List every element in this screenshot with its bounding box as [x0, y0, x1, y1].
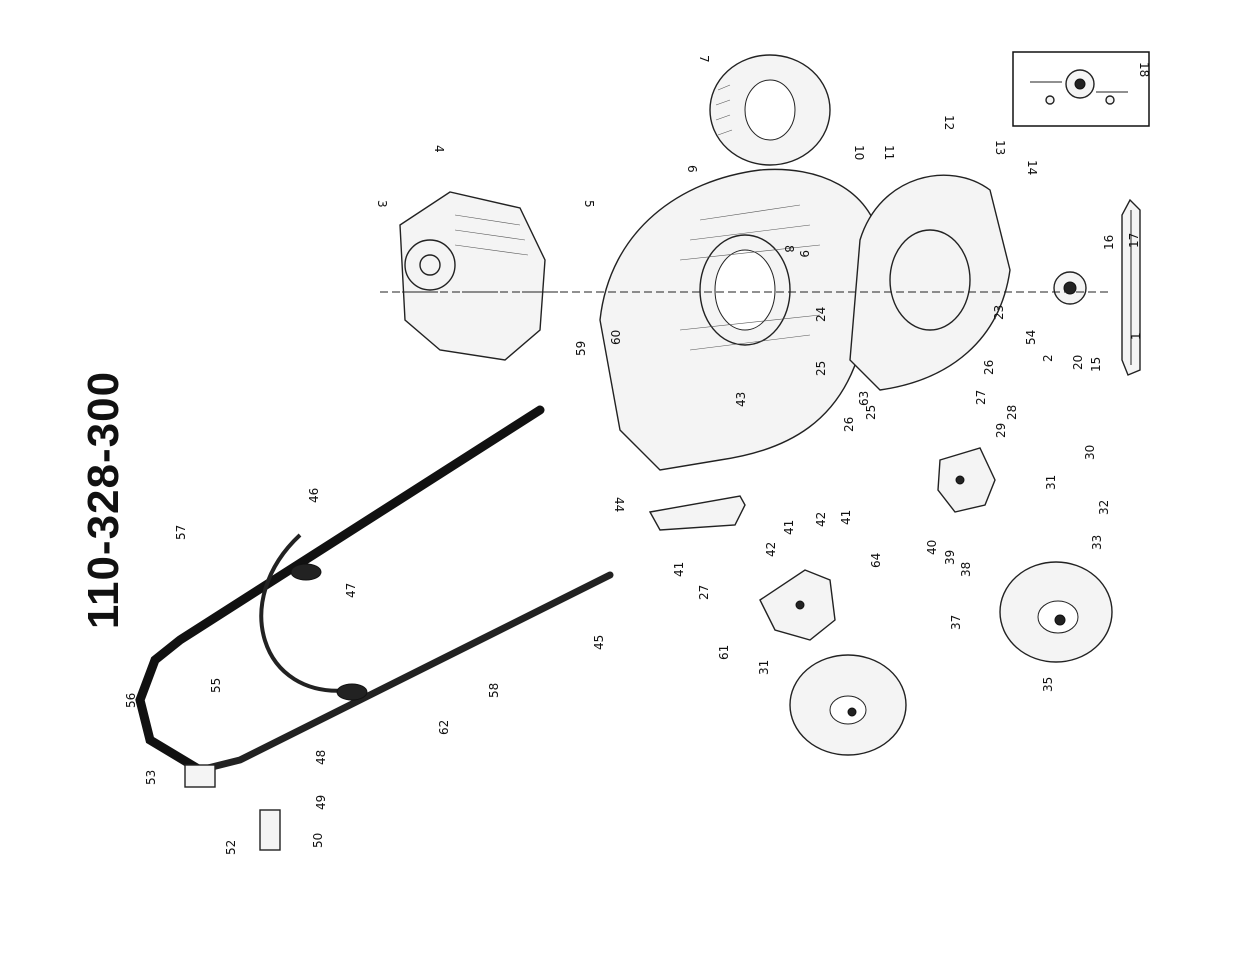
callout-10: 10 [852, 145, 866, 160]
callout-42a: 42 [814, 512, 828, 527]
callout-28: 28 [1005, 405, 1019, 420]
callout-16: 16 [1102, 235, 1116, 250]
callout-37: 37 [949, 615, 963, 630]
callout-17: 17 [1127, 233, 1141, 248]
callout-60: 60 [609, 330, 623, 345]
callout-6: 6 [685, 165, 699, 173]
handle-assembly [140, 410, 610, 850]
callout-53: 53 [144, 770, 158, 785]
callout-25a: 25 [814, 361, 828, 376]
callout-41c: 41 [672, 562, 686, 577]
callout-62: 62 [437, 720, 451, 735]
callout-20: 20 [1071, 355, 1085, 370]
callout-27b: 27 [697, 585, 711, 600]
callout-55: 55 [209, 678, 223, 693]
callout-50: 50 [311, 833, 325, 848]
blade-15 [1122, 200, 1140, 375]
rear-wheel-7 [710, 55, 830, 165]
bracket-44 [650, 496, 745, 530]
blade-adapter-20 [1054, 272, 1086, 304]
callout-4: 4 [432, 145, 446, 153]
callout-43: 43 [734, 392, 748, 407]
callout-48: 48 [314, 750, 328, 765]
callout-42b: 42 [764, 542, 778, 557]
callout-11: 11 [882, 145, 896, 160]
callout-30: 30 [1083, 445, 1097, 460]
callout-46: 46 [307, 488, 321, 503]
callout-26b: 26 [842, 417, 856, 432]
callout-5: 5 [582, 200, 596, 208]
callout-25b: 25 [864, 405, 878, 420]
callout-32: 32 [1097, 500, 1111, 515]
callout-44: 44 [612, 497, 626, 512]
inset-label: 18 [1137, 62, 1151, 77]
height-adjuster-61 [760, 570, 835, 640]
lower-deck [850, 175, 1010, 390]
callout-64: 64 [869, 553, 883, 568]
callout-27a: 27 [974, 390, 988, 405]
callout-49: 49 [314, 795, 328, 810]
callout-29: 29 [994, 423, 1008, 438]
callout-15: 15 [1089, 357, 1103, 372]
callout-63: 63 [857, 391, 871, 406]
callout-24: 24 [814, 307, 828, 322]
callout-7: 7 [697, 55, 711, 63]
callout-38: 38 [959, 562, 973, 577]
callout-35: 35 [1041, 677, 1055, 692]
callout-14: 14 [1025, 160, 1039, 175]
callout-45: 45 [592, 635, 606, 650]
height-adjuster-30 [938, 448, 995, 512]
callout-52: 52 [224, 840, 238, 855]
inset-blade-adapter: 18 [1013, 52, 1151, 126]
callout-12: 12 [942, 115, 956, 130]
callout-1: 1 [1129, 332, 1143, 340]
engine [382, 192, 560, 360]
callout-58: 58 [487, 683, 501, 698]
wheel-front [790, 655, 906, 755]
callout-59: 59 [574, 341, 588, 356]
callout-13: 13 [993, 140, 1007, 155]
callout-31b: 31 [757, 660, 771, 675]
callout-9: 9 [797, 250, 811, 258]
callout-61: 61 [717, 645, 731, 660]
callouts: 1 2 3 4 5 6 7 8 9 10 11 12 13 14 15 16 1… [124, 55, 1143, 855]
callout-56: 56 [124, 693, 138, 708]
callout-31a: 31 [1044, 475, 1058, 490]
callout-23: 23 [992, 305, 1006, 320]
callout-41a: 41 [839, 510, 853, 525]
callout-54: 54 [1024, 330, 1038, 345]
callout-33: 33 [1090, 535, 1104, 550]
callout-3: 3 [375, 200, 389, 208]
callout-57: 57 [174, 525, 188, 540]
callout-41b: 41 [782, 520, 796, 535]
callout-40: 40 [925, 540, 939, 555]
mower-deck-housing [600, 169, 880, 470]
callout-2: 2 [1041, 354, 1055, 362]
callout-8: 8 [782, 245, 796, 253]
callout-47: 47 [344, 583, 358, 598]
callout-26a: 26 [982, 360, 996, 375]
wheel-37 [1000, 562, 1112, 662]
callout-39: 39 [943, 550, 957, 565]
